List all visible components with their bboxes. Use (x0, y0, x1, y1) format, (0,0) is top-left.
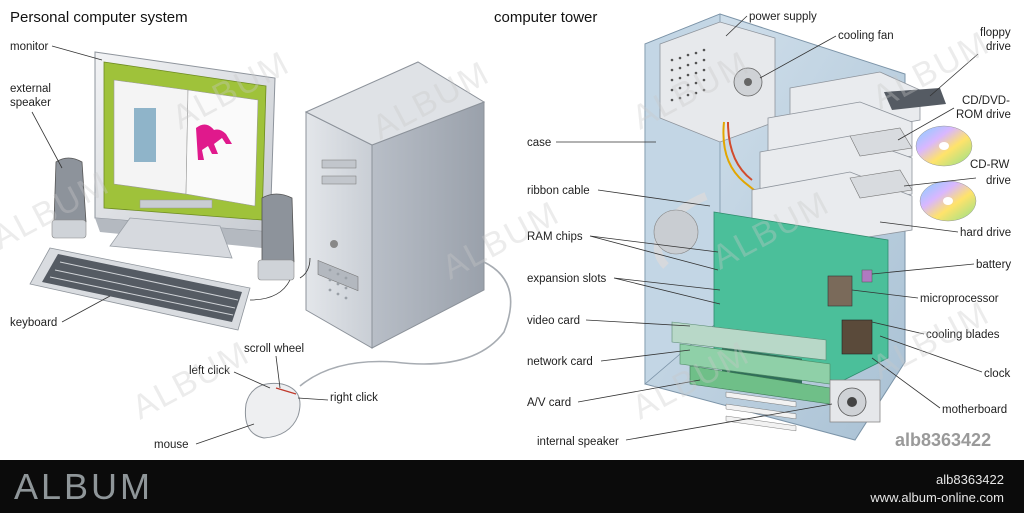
label-cooling-fan: cooling fan (838, 30, 894, 42)
mouse-illustration (244, 382, 301, 439)
footer-logo[interactable]: ALBUM (14, 466, 154, 507)
right-title: computer tower (494, 9, 597, 26)
tower-cutaway-illustration (644, 13, 977, 441)
label-battery: battery (976, 259, 1011, 271)
label-ribbon-cable: ribbon cable (527, 185, 590, 197)
label-clock: clock (984, 368, 1010, 380)
label-right-click: right click (330, 392, 378, 404)
label-monitor: monitor (10, 41, 49, 53)
label-av-card: A/V card (527, 397, 571, 409)
left-title: Personal computer system (10, 9, 188, 26)
label-hard-drive: hard drive (960, 227, 1011, 239)
power-supply-illustration (659, 21, 776, 143)
label-case: case (527, 137, 551, 149)
watermark: ALBUM (126, 334, 256, 427)
label-floppy-drive-line1: floppy (980, 27, 1011, 39)
footer-bar: ALBUM alb8363422 www.album-online.com (0, 460, 1024, 513)
label-expansion-slots: expansion slots (527, 273, 607, 285)
monitor-illustration (94, 51, 276, 259)
internal-speaker-illustration (829, 379, 881, 423)
footer-image-id: alb8363422 (936, 472, 1004, 487)
label-mouse: mouse (154, 439, 189, 451)
label-external-speaker-line2: speaker (10, 97, 51, 109)
footer-url-link[interactable]: www.album-online.com (870, 490, 1004, 505)
external-speaker-right (257, 193, 295, 281)
label-power-supply: power supply (749, 11, 817, 23)
label-left-click: left click (189, 365, 230, 377)
label-motherboard: motherboard (942, 404, 1007, 416)
label-cd-rw-drive-line1: CD-RW (970, 159, 1010, 171)
label-microprocessor: microprocessor (920, 293, 999, 305)
label-video-card: video card (527, 315, 580, 327)
label-cd-dvd-rom-line2: ROM drive (956, 109, 1011, 121)
keyboard-illustration (29, 247, 251, 331)
label-external-speaker-line1: external (10, 83, 51, 95)
label-internal-speaker: internal speaker (537, 436, 619, 448)
computer-tower-illustration (304, 61, 486, 349)
label-cd-dvd-rom-line1: CD/DVD- (962, 95, 1010, 107)
label-cooling-blades: cooling blades (926, 329, 1000, 341)
label-cd-rw-drive-line2: drive (986, 175, 1011, 187)
image-id-watermark: alb8363422 (895, 430, 992, 450)
label-floppy-drive-line2: drive (986, 41, 1011, 53)
label-keyboard: keyboard (10, 317, 57, 329)
label-ram-chips: RAM chips (527, 231, 583, 243)
label-network-card: network card (527, 356, 593, 368)
diagram-canvas: Personal computer system computer tower … (0, 9, 1011, 451)
label-scroll-wheel: scroll wheel (244, 343, 304, 355)
external-speaker-left (51, 157, 87, 239)
personal-computer-illustration (29, 51, 512, 439)
